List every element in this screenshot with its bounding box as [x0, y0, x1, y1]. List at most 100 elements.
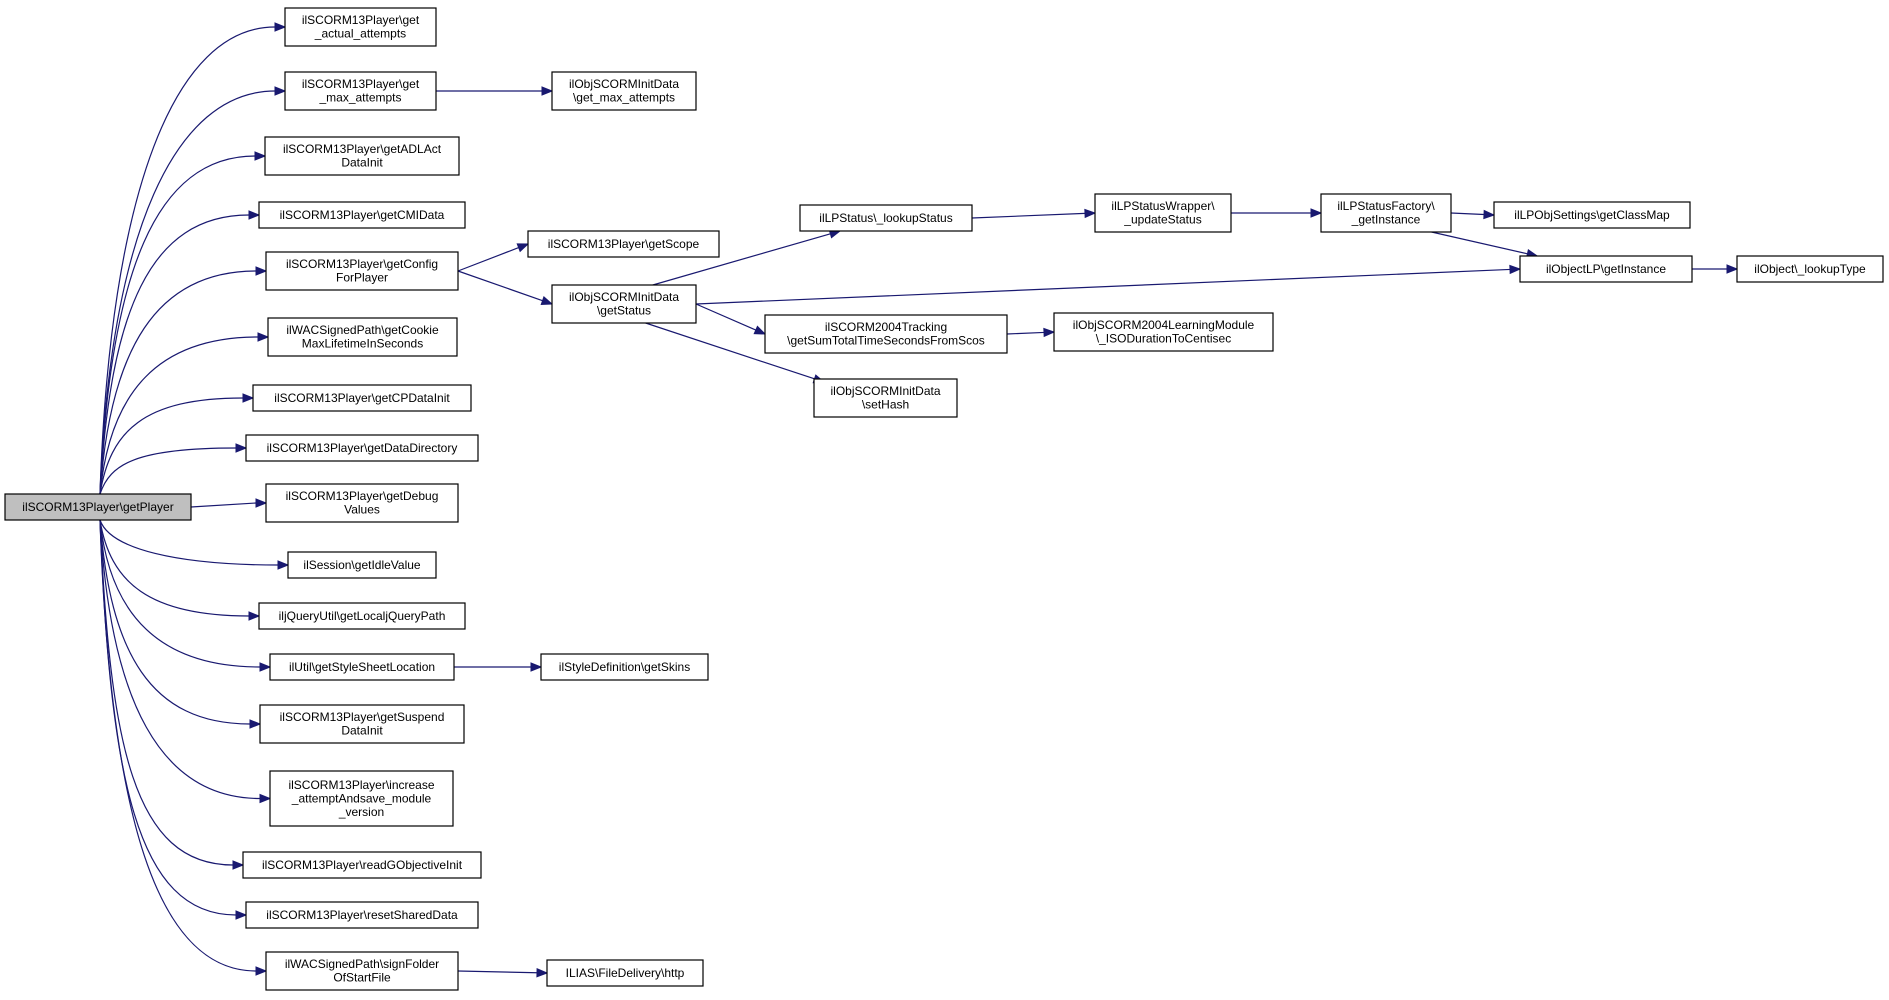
node-label: _getInstance	[1351, 213, 1421, 227]
node-illpstatus-lookupstatus[interactable]: ilLPStatus\_lookupStatus	[799, 204, 973, 232]
node-label: ilLPObjSettings\getClassMap	[1514, 208, 1670, 222]
node-box	[546, 959, 704, 987]
edge-root-to-n6	[99, 332, 270, 495]
node-ilscorm13player-getdatadirectory[interactable]: ilSCORM13Player\getDataDirectory	[245, 434, 479, 462]
edge-root-to-n16	[99, 519, 248, 920]
node-label: ilObjSCORM2004LearningModule	[1073, 318, 1255, 332]
node-label: ilWACSignedPath\getCookie	[286, 323, 439, 337]
node-illpstatusfactory-getinstance[interactable]: ilLPStatusFactory\_getInstance	[1320, 193, 1452, 233]
node-ilutil-getstylesheetlocation[interactable]: ilUtil\getStyleSheetLocation	[269, 653, 455, 681]
node-ilias-filedelivery-http[interactable]: ILIAS\FileDelivery\http	[546, 959, 704, 987]
node-box	[258, 602, 466, 630]
edge-line	[652, 233, 831, 286]
node-ilscorm13player-getscope[interactable]: ilSCORM13Player\getScope	[527, 230, 720, 258]
edge-arrowhead	[1483, 209, 1496, 220]
edge-n12-to-m4	[454, 662, 543, 672]
node-box	[284, 7, 437, 47]
edge-line	[457, 970, 538, 974]
edge-root-to-n10	[99, 519, 290, 570]
node-ilobjscorminitdata-getstatus[interactable]: ilObjSCORMInitData\getStatus	[551, 284, 697, 324]
node-box	[799, 204, 973, 232]
edge-root-to-n14	[99, 519, 272, 804]
node-ilscorm13player-getcpdatainit[interactable]: ilSCORM13Player\getCPDataInit	[252, 384, 472, 412]
node-iljqueryutil-getlocaljquerypath[interactable]: iljQueryUtil\getLocaljQueryPath	[258, 602, 466, 630]
node-label: ilLPStatusFactory\	[1337, 199, 1435, 213]
node-label: ilSCORM13Player\getScope	[548, 237, 700, 251]
node-label: _max_attempts	[318, 91, 401, 105]
edge-line	[99, 519, 251, 725]
node-ilscorm13player-getplayer[interactable]: ilSCORM13Player\getPlayer	[4, 493, 192, 521]
node-ilscorm13player-getcmidata[interactable]: ilSCORM13Player\getCMIData	[258, 201, 466, 229]
node-ilobjscorminitdata-sethash[interactable]: ilObjSCORMInitData\setHash	[813, 378, 958, 418]
edge-line	[99, 26, 276, 495]
node-ilscorm2004tracking-getsumtotaltimesecondsfromscos[interactable]: ilSCORM2004Tracking\getSumTotalTimeSecon…	[764, 314, 1008, 354]
node-illpstatuswrapper-updatestatus[interactable]: ilLPStatusWrapper\_updateStatus	[1094, 193, 1232, 233]
edge-arrowhead	[257, 332, 270, 342]
node-label: ilStyleDefinition\getSkins	[559, 660, 690, 674]
node-label: ilSession\getIdleValue	[303, 558, 421, 572]
edge-arrowhead	[259, 662, 272, 672]
edge-line	[99, 270, 257, 495]
node-label: ilObject\_lookupType	[1754, 262, 1866, 276]
edge-line	[99, 519, 257, 972]
node-label: ilSCORM13Player\readGObjectiveInit	[262, 858, 463, 872]
edge-arrowhead	[1043, 327, 1056, 338]
edge-v2-to-w1	[1692, 264, 1739, 274]
node-ilstyledefinition-getskins[interactable]: ilStyleDefinition\getSkins	[540, 653, 709, 681]
edge-root-to-n8	[99, 443, 248, 495]
node-illpobjsettings-getclassmap[interactable]: ilLPObjSettings\getClassMap	[1493, 201, 1691, 229]
edge-arrowhead	[255, 966, 268, 976]
node-ilobjscorm2004learningmodule-isodurationtocentisec[interactable]: ilObjSCORM2004LearningModule\_ISODuratio…	[1053, 312, 1274, 352]
edge-line	[99, 397, 244, 495]
node-ilscorm13player-readgobjectiveinit[interactable]: ilSCORM13Player\readGObjectiveInit	[242, 851, 482, 879]
edge-arrowhead	[540, 296, 554, 305]
edge-line	[99, 519, 279, 566]
node-label: ilSCORM13Player\getDataDirectory	[267, 441, 458, 455]
node-ilscorm13player-increase-attemptandsave-module-version[interactable]: ilSCORM13Player\increase_attemptAndsave_…	[269, 770, 454, 827]
node-box	[1094, 193, 1232, 233]
node-label: \_ISODurationToCentisec	[1096, 332, 1231, 346]
edge-arrowhead	[516, 243, 530, 253]
node-box	[1053, 312, 1274, 352]
node-label: ilSCORM13Player\getDebug	[286, 489, 439, 503]
node-label: ilObjectLP\getInstance	[1546, 262, 1666, 276]
node-label: DataInit	[341, 724, 383, 738]
node-ilobjectlp-getinstance[interactable]: ilObjectLP\getInstance	[1519, 255, 1693, 283]
node-ilscorm13player-resetshareddata[interactable]: ilSCORM13Player\resetSharedData	[245, 901, 479, 929]
node-box	[267, 317, 458, 357]
node-ilsession-getidlevalue[interactable]: ilSession\getIdleValue	[287, 551, 437, 579]
edge-root-to-n13	[99, 519, 262, 729]
edge-arrowhead	[254, 151, 267, 161]
edge-arrowhead	[242, 393, 255, 403]
node-ilscorm13player-get-max-attempts[interactable]: ilSCORM13Player\get_max_attempts	[284, 71, 437, 111]
edge-line	[99, 519, 237, 916]
node-label: _actual_attempts	[314, 27, 406, 41]
node-label: DataInit	[341, 156, 383, 170]
edge-root-to-n2	[99, 86, 287, 495]
node-box	[269, 653, 455, 681]
edge-t1-to-u1	[1231, 208, 1323, 218]
edge-root-to-n1	[99, 22, 287, 495]
node-ilwacsignedpath-getcookiemaxlifetimeinseconds[interactable]: ilWACSignedPath\getCookieMaxLifetimeInSe…	[267, 317, 458, 357]
edge-u1-to-v2	[1431, 231, 1539, 259]
edge-n2-to-m1	[436, 86, 554, 96]
node-label: ForPlayer	[336, 271, 388, 285]
node-label: ilObjSCORMInitData	[569, 77, 679, 91]
node-ilobject-lookuptype[interactable]: ilObject\_lookupType	[1736, 255, 1884, 283]
node-ilobjscorminitdata-get-max-attempts[interactable]: ilObjSCORMInitData\get_max_attempts	[551, 71, 697, 111]
node-label: ilLPStatusWrapper\	[1111, 199, 1215, 213]
edge-root-to-n11	[99, 519, 261, 621]
node-box	[265, 251, 459, 291]
edge-line	[1450, 212, 1485, 216]
node-label: ilSCORM13Player\getSuspend	[280, 710, 445, 724]
node-box	[1519, 255, 1693, 283]
node-ilscorm13player-get-actual-attempts[interactable]: ilSCORM13Player\get_actual_attempts	[284, 7, 437, 47]
node-label: ilSCORM13Player\increase	[288, 778, 434, 792]
node-label: ilWACSignedPath\signFolder	[285, 957, 439, 971]
